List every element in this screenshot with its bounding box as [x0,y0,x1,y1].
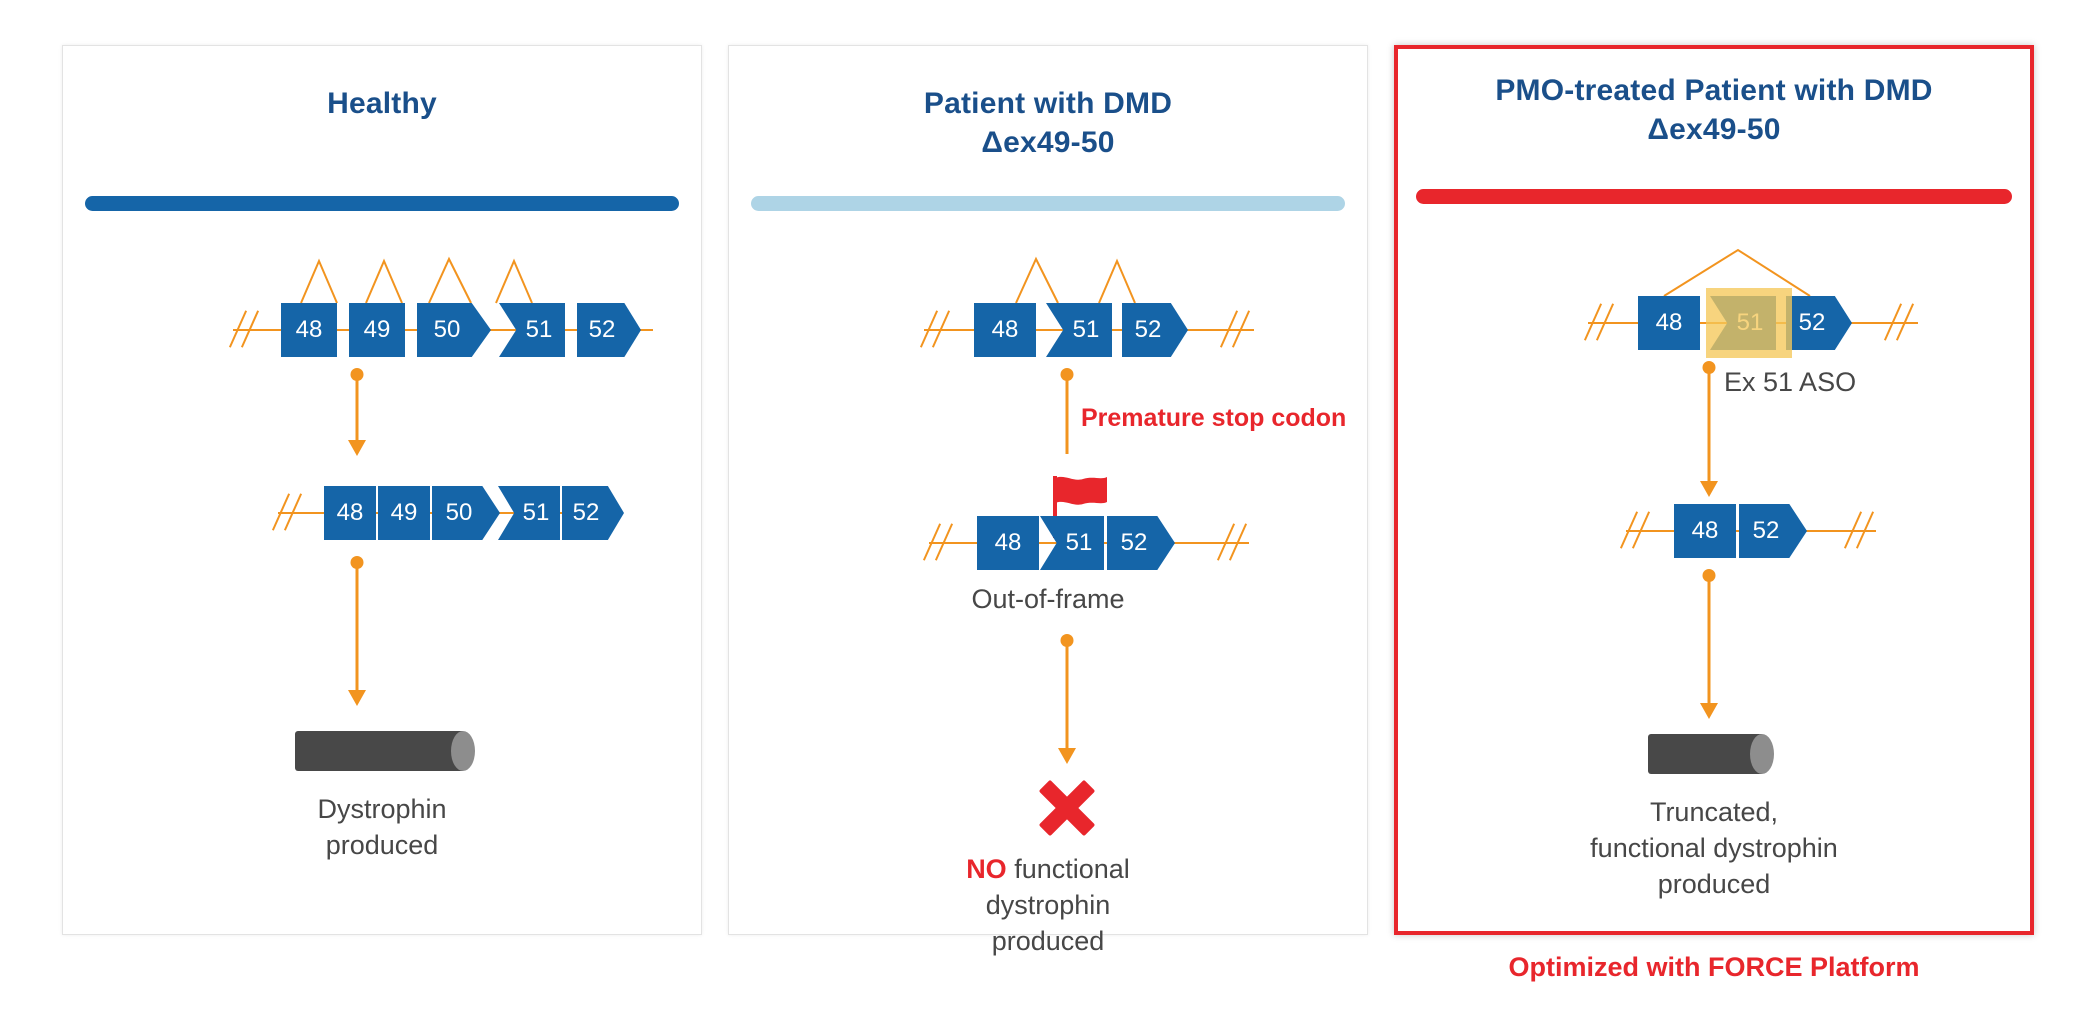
exon-strip-mrna-pmo: 48 52 [1674,504,1807,558]
outcome-line-3: produced [991,926,1105,956]
outcome-text-dmd: NO functional dystrophin produced [729,851,1367,959]
footer-note: Optimized with FORCE Platform [1508,952,1920,982]
intron-break-icon [1883,300,1918,344]
exon-48: 48 [324,486,376,540]
connector-mrna-to-protein-healthy [346,556,368,706]
intron-break-icon [1219,307,1254,351]
panel-title-pmo: PMO-treated Patient with DMD Δex49-50 [1398,71,2030,149]
connector-mrna-to-protein-pmo [1698,569,1720,719]
exon-51: 51 [499,303,565,357]
connector-aso-label-pmo [1698,361,1720,401]
intron-break-icon [271,490,306,534]
truncated-dystrophin-cylinder [1648,734,1774,774]
stop-codon-flag-icon [1053,476,1107,538]
pre-mrna-bar-dmd [751,196,1345,211]
panel-title-line1: Healthy [327,87,437,120]
intron-break-icon [1619,508,1654,552]
no-protein-x-icon [1035,776,1099,840]
panel-title-line1: PMO-treated Patient with DMD [1495,74,1933,107]
exon-51: 51 [1710,296,1776,350]
outcome-line-1: Truncated, [1649,797,1779,827]
intron-break-icon [228,307,263,351]
dystrophin-protein-cylinder [295,731,475,771]
mrna-row-healthy: 48 49 50 51 52 [271,486,648,546]
exon-50: 50 [417,303,491,357]
exon-51: 51 [498,486,560,540]
outcome-line-3: produced [1657,869,1771,899]
intron-break-icon [1843,508,1878,552]
outcome-line-2: produced [325,830,439,860]
connector-mrna-to-protein-dmd [1056,634,1078,764]
exon-52: 52 [1739,504,1807,558]
exon-51: 51 [1040,516,1104,570]
exon-strip-mrna-dmd: 48 51 52 [977,516,1175,570]
intron-break-icon [919,307,954,351]
exon-49: 49 [349,303,405,357]
out-of-frame-label: Out-of-frame [971,584,1125,614]
exon-49: 49 [378,486,430,540]
panel-title-dmd: Patient with DMD Δex49-50 [729,84,1367,162]
mrna-row-dmd: 48 51 52 [922,516,1251,576]
mrna-row-pmo: 48 52 [1619,504,1886,564]
panel-title-line2: Δex49-50 [981,126,1115,159]
exon-51: 51 [1046,303,1112,357]
outcome-line-1: functional [1014,854,1130,884]
premature-stop-codon-label: Premature stop codon [1081,404,1347,432]
intron-break-icon [1583,300,1618,344]
connector-pre-mrna-to-mrna-healthy [346,368,368,456]
exon-52: 52 [562,486,624,540]
outcome-line-2: dystrophin [985,890,1111,920]
connector-pre-mrna-to-mrna-pmo [1698,401,1720,497]
pre-mrna-bar-healthy [85,196,679,211]
exon-48: 48 [1674,504,1736,558]
intron-break-icon [1216,520,1251,564]
exon-52: 52 [1107,516,1175,570]
exon-strip-pre-mrna-healthy: 48 49 50 51 52 [281,303,641,357]
panel-pmo-treated: PMO-treated Patient with DMD Δex49-50 48… [1394,45,2034,935]
exon-48: 48 [974,303,1036,357]
exon-strip-pre-mrna-pmo: 48 51 52 [1638,296,1852,350]
outcome-text-healthy: Dystrophin produced [63,791,701,863]
intron-break-icon [922,520,957,564]
pre-mrna-row-healthy: 48 49 50 51 52 [228,251,653,381]
panel-title-line2: Δex49-50 [1647,113,1781,146]
outcome-line-1: Dystrophin [317,794,447,824]
splice-arcs-pmo [1663,248,1811,297]
outcome-line-1-wrapper: NO functional [729,851,1367,887]
exon-50: 50 [432,486,500,540]
connector-stop-codon-dmd [1056,368,1078,454]
ex51-aso-label: Ex 51 ASO [1724,367,1857,397]
panel-title-healthy: Healthy [63,84,701,123]
outcome-emphasis: NO [966,854,1007,884]
exon-48: 48 [1638,296,1700,350]
outcome-text-pmo: Truncated, functional dystrophin produce… [1398,794,2030,902]
exon-strip-mrna-healthy: 48 49 50 51 52 [324,486,624,540]
exon-52: 52 [1786,296,1852,350]
exon-strip-pre-mrna-dmd: 48 51 52 [974,303,1188,357]
panel-title-line1: Patient with DMD [923,87,1173,120]
splice-arcs-dmd [1015,256,1136,304]
exon-52: 52 [1122,303,1188,357]
exon-48: 48 [977,516,1039,570]
pre-mrna-row-pmo: 48 51 52 [1583,244,1918,374]
panel-healthy: Healthy 48 49 50 51 52 [62,45,702,935]
outcome-line-2: functional dystrophin [1590,833,1838,863]
pre-mrna-bar-pmo [1416,189,2012,204]
exon-52: 52 [577,303,641,357]
exon-48: 48 [281,303,337,357]
splice-arcs-healthy [300,256,533,304]
panel-patient-dmd: Patient with DMD Δex49-50 48 51 52 Prem [728,45,1368,956]
pre-mrna-row-dmd: 48 51 52 [919,251,1254,381]
